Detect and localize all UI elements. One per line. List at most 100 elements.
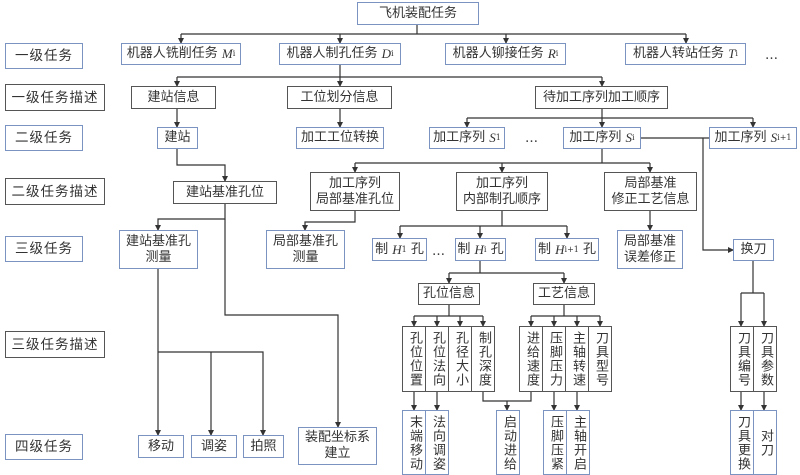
l1d-sequence-order: 待加工序列加工顺序 [535, 86, 668, 109]
task-text: 局部基准孔 测量 [272, 233, 338, 265]
l3d-hole-cell-0: 孔位位置 [402, 326, 426, 392]
l4-tool-cell-0: 刀具更换 [730, 410, 754, 475]
cell-text: 进给速度 [524, 331, 539, 387]
task-var: H [392, 241, 402, 257]
l2d-station-ref-holes: 建站基准孔位 [173, 181, 277, 204]
desc-text: 待加工序列加工顺序 [542, 89, 660, 105]
l3d-process-cell-0: 进给速度 [519, 326, 543, 392]
cell-text: 末端移动 [407, 414, 422, 471]
cell-text: 刀具编号 [735, 331, 750, 387]
l3-station-ref-measure: 建站基准孔 测量 [119, 230, 198, 269]
l4-hole-cell-1: 法向调姿 [425, 410, 449, 475]
l3-tool-change: 换刀 [733, 239, 774, 261]
root-label: 飞机装配任务 [378, 5, 457, 21]
l4-assembly-coordinate-setup: 装配坐标系 建立 [298, 427, 377, 465]
l3-process-info: 工艺信息 [533, 283, 595, 305]
l4-hole-cell-0: 末端移动 [402, 410, 426, 475]
task-sub: i [555, 49, 559, 58]
task-text: 建站基准孔 测量 [125, 233, 191, 265]
task-sub: 1 [401, 244, 407, 254]
l3-ellipsis: … [432, 244, 445, 259]
task-sub: 1 [495, 133, 501, 142]
task-sub: i+1 [564, 244, 579, 254]
desc-text: 局部基准 修正工艺信息 [611, 175, 690, 207]
level-label-text: 三级任务 [15, 241, 73, 257]
l2-workstation-transfer: 加工工位转换 [296, 127, 384, 149]
connector-56 [482, 392, 532, 402]
desc-text: 建站基准孔位 [185, 184, 264, 200]
l1-ellipsis: … [765, 48, 778, 63]
l3d-process-cell-1: 压脚压力 [542, 326, 566, 392]
cell-text: 孔位位置 [407, 331, 422, 387]
task-var: S [770, 130, 778, 145]
desc-text: 工位划分信息 [300, 89, 379, 105]
task-text: 机器人铆接任务 [452, 46, 544, 61]
task-sub: i [735, 49, 738, 58]
cell-text: 孔径大小 [453, 331, 468, 387]
cell-text: 孔位法向 [430, 331, 445, 387]
task-text: 孔 [410, 241, 424, 257]
level-label-text: 四级任务 [15, 439, 73, 455]
l3-error-correction: 局部基准 误差修正 [617, 230, 683, 269]
cell-text: 压脚压紧 [548, 414, 563, 471]
desc-text: 建站信息 [147, 89, 200, 105]
level-label-text: 二级任务描述 [11, 183, 99, 200]
task-sub: i [232, 49, 236, 58]
info-text: 工艺信息 [537, 286, 590, 301]
task-var: M [221, 46, 233, 61]
cell-text: 刀具更换 [735, 414, 750, 471]
cell-text: 刀具参数 [758, 331, 773, 387]
l4-move: 移动 [138, 435, 184, 458]
level-label-l3d: 三级任务描述 [5, 331, 105, 358]
l1d-workstation-info: 工位划分信息 [287, 86, 392, 109]
cell-text: 主轴转速 [570, 331, 585, 387]
l4-tool-cell-1: 对刀 [753, 410, 777, 475]
level-label-l2: 二级任务 [5, 125, 83, 151]
task-text: 调姿 [200, 438, 227, 454]
desc-text: 加工序列 内部制孔顺序 [462, 175, 541, 207]
l3-hole-info: 孔位信息 [418, 283, 480, 305]
l3d-tool-cell-0: 刀具编号 [730, 326, 754, 392]
l3d-tool-cell-1: 刀具参数 [753, 326, 777, 392]
task-text: 建站 [164, 130, 191, 145]
task-text: 换刀 [740, 242, 767, 257]
l2d-correction-info: 局部基准 修正工艺信息 [604, 172, 697, 211]
l3d-process-cell-3: 刀具型号 [588, 326, 612, 392]
task-text: 制 [537, 241, 551, 257]
task-var: R [547, 46, 556, 61]
cell-text: 刀具型号 [593, 331, 608, 387]
connector-26 [155, 204, 226, 231]
level-label-l3: 三级任务 [5, 236, 83, 262]
l4-adjust-pose: 调姿 [191, 435, 237, 458]
l3d-hole-cell-3: 制孔深度 [471, 326, 495, 392]
l3d-hole-cell-1: 孔位法向 [425, 326, 449, 392]
task-text: 装配坐标系 建立 [304, 430, 370, 461]
l4-photo: 拍照 [243, 435, 284, 458]
l4-feed-cell-0: 启动进给 [496, 410, 520, 475]
task-text: 加工序列 [433, 130, 486, 145]
level-label-text: 一级任务描述 [11, 89, 99, 106]
level-label-text: 二级任务 [15, 130, 73, 146]
task-var: H [555, 241, 565, 257]
task-var: T [728, 46, 736, 61]
connector-27 [224, 219, 341, 428]
task-text: 加工序列 [569, 130, 622, 145]
l4-process-cell-0: 压脚压紧 [543, 410, 567, 475]
l2d-local-ref-holes: 加工序列 局部基准孔位 [310, 172, 400, 211]
task-text: 机器人制孔任务 [286, 46, 378, 61]
cell-text: 制孔深度 [476, 331, 491, 387]
level-label-l4: 四级任务 [5, 434, 83, 460]
task-sub: i+1 [777, 133, 792, 142]
task-var: S [625, 130, 633, 145]
connector-31 [302, 211, 356, 231]
task-sub: i [390, 49, 394, 58]
task-text: 加工工位转换 [300, 130, 379, 145]
